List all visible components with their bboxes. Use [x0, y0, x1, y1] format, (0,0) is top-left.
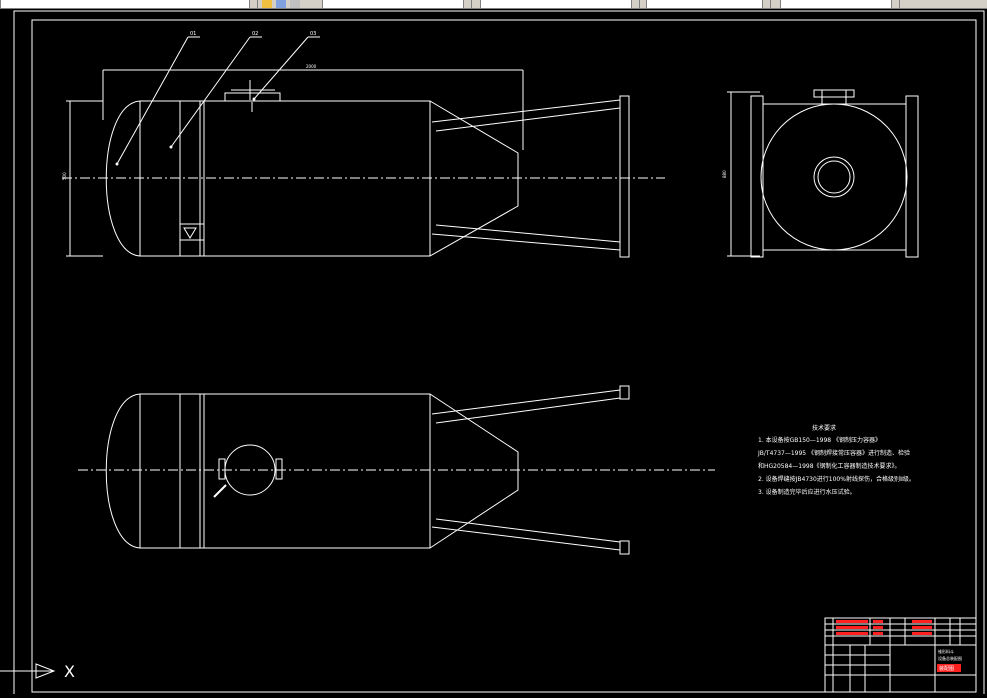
note-line: 1. 本设备按GB150—1998 《钢制压力容器》	[758, 436, 881, 444]
lineweight-combo[interactable]	[646, 0, 771, 8]
front-height-label: 500	[62, 172, 67, 180]
linetype-combo[interactable]	[480, 0, 640, 8]
side-height-label: 880	[722, 170, 727, 178]
title-red-label: 装配图	[939, 665, 954, 672]
chevron-down-icon[interactable]	[249, 0, 257, 8]
note-line: 和HG20584—1998《钢制化工容器制造技术要求》。	[758, 462, 901, 470]
callout-03: 03	[310, 31, 316, 37]
plotstyle-combo[interactable]	[780, 0, 900, 8]
plan-view	[78, 385, 715, 555]
note-line: 2. 设备焊缝按JB4730进行100%射线探伤，合格级别Ⅱ级。	[758, 475, 915, 483]
callout-01: 01	[190, 31, 196, 37]
chevron-down-icon[interactable]	[463, 0, 471, 8]
drawing-canvas[interactable]: 2000 500	[0, 9, 987, 696]
drawing-name: 锥形料斗	[938, 648, 954, 654]
notes-title: 技术要求	[812, 424, 836, 432]
layer-combo[interactable]	[0, 0, 258, 8]
match-properties-icon[interactable]	[290, 0, 300, 8]
note-line: JB/T4737—1995 《钢制焊接常压容器》进行制造、检验	[757, 449, 910, 457]
toolbar	[0, 0, 987, 9]
drawing-subtitle: 设备总装配图	[938, 655, 962, 661]
layer-previous-icon[interactable]	[276, 0, 286, 8]
chevron-down-icon[interactable]	[631, 0, 639, 8]
ucs-x-label: X	[64, 662, 75, 681]
callout-02: 02	[252, 31, 258, 37]
layer-state-icon[interactable]	[262, 0, 272, 8]
ucs-icon: X	[0, 662, 75, 681]
chevron-down-icon[interactable]	[891, 0, 899, 8]
overall-length-label: 2000	[306, 64, 317, 69]
side-view: 880	[722, 89, 919, 258]
technical-notes: 技术要求 1. 本设备按GB150—1998 《钢制压力容器》 JB/T4737…	[757, 424, 915, 496]
title-block: 锥形料斗 设备总装配图 装配图	[824, 617, 977, 693]
front-view: 2000 500	[62, 31, 665, 258]
chevron-down-icon[interactable]	[762, 0, 770, 8]
drawing-frame	[13, 10, 985, 696]
color-combo[interactable]	[322, 0, 472, 8]
note-line: 3. 设备制造完毕后应进行水压试验。	[758, 488, 856, 496]
